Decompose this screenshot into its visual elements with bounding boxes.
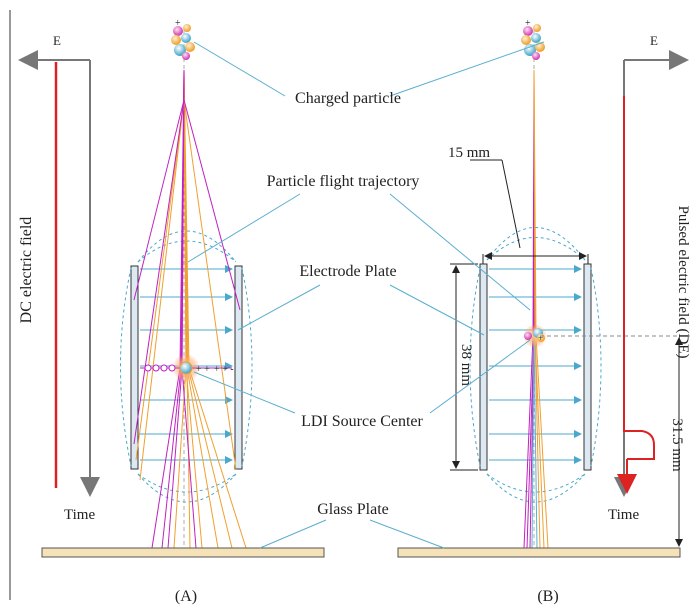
electrode-plate-b-left [479, 263, 488, 471]
pulsed-field-axis: E Time Pulsed electric field (DE) [608, 33, 691, 523]
trajectory-label: Particle flight trajectory [267, 173, 420, 190]
dc-field-label: DC electric field [18, 217, 35, 324]
svg-text:+: + [525, 18, 531, 29]
height-dimension-label: 31.5 mm [669, 418, 685, 472]
particle-cluster-b: + [521, 18, 545, 60]
electrode-plate-b-right [583, 263, 592, 471]
axis-e-label-a: E [53, 33, 61, 48]
dimension-plate: 38 mm [450, 263, 478, 471]
svg-text:+ +: + + [196, 364, 210, 375]
glass-plate-label: Glass Plate [317, 501, 389, 518]
plate-dimension-label: 38 mm [458, 344, 474, 386]
trajectories-b [523, 69, 549, 549]
caption-a: (A) [175, 588, 197, 605]
ldi-source-label: LDI Source Center [301, 413, 423, 430]
svg-text:+ + -: + + - [214, 364, 234, 375]
dc-field-axis: E Time DC electric field [18, 33, 100, 523]
axis-e-label-b: E [650, 33, 658, 48]
electrode-plate-label: Electrode Plate [299, 263, 396, 280]
ldi-source-a: + + + + - [140, 354, 234, 382]
dimension-height: 31.5 mm [540, 335, 690, 547]
axis-time-label-a: Time [64, 507, 95, 523]
pulse-waveform [623, 96, 655, 460]
svg-text:+: + [175, 18, 181, 29]
svg-text:+: + [538, 333, 543, 343]
particle-cluster-a: + [171, 18, 195, 60]
glass-plate-b [397, 547, 681, 558]
electrode-plate-a-left [130, 265, 139, 470]
axis-time-label-b: Time [608, 507, 639, 523]
trajectories-a [133, 69, 247, 549]
glass-plate-a [41, 547, 325, 558]
leader-lines [187, 41, 545, 549]
charged-particle-label: Charged particle [295, 90, 401, 107]
pulsed-field-label: Pulsed electric field (DE) [675, 206, 691, 359]
gap-dimension-label: 15 mm [448, 145, 490, 161]
caption-b: (B) [537, 588, 558, 605]
dimension-gap: 15 mm [448, 145, 589, 264]
electrode-plate-a-right [234, 265, 243, 470]
